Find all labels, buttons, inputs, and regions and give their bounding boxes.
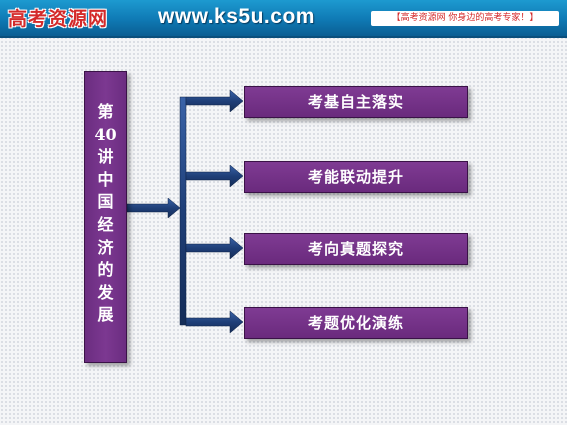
branch-arrow-4 [185, 310, 244, 334]
chapter-char: 讲 [97, 147, 114, 167]
chapter-char: 40 [94, 124, 117, 144]
site-url[interactable]: www.ks5u.com [158, 5, 315, 28]
site-logo[interactable]: 高考资源网 [8, 8, 109, 30]
chapter-char: 中 [97, 169, 114, 189]
chapter-char: 的 [97, 260, 114, 280]
chapter-title: 第 40 讲 中 国 经 济 的 发 展 [85, 101, 126, 327]
header-banner: 高考资源网 www.ks5u.com 【高考资源网 你身边的高考专家！】 [0, 0, 567, 38]
section-link-4[interactable]: 考题优化演练 [244, 307, 468, 339]
chapter-char: 发 [97, 282, 114, 302]
chapter-char: 济 [97, 237, 114, 257]
chapter-char: 第 [97, 102, 114, 121]
chapter-title-box: 第 40 讲 中 国 经 济 的 发 展 [84, 71, 127, 363]
site-tagline: 【高考资源网 你身边的高考专家！】 [371, 11, 559, 26]
section-link-3[interactable]: 考向真题探究 [244, 233, 468, 265]
branch-arrow-3 [185, 236, 244, 260]
trunk-line [179, 96, 187, 326]
branch-arrow-1 [185, 89, 244, 113]
main-arrow [126, 197, 181, 219]
chapter-char: 经 [97, 214, 114, 234]
section-link-2[interactable]: 考能联动提升 [244, 161, 468, 193]
branch-arrow-2 [185, 164, 244, 188]
section-link-1[interactable]: 考基自主落实 [244, 86, 468, 118]
chapter-char: 国 [97, 192, 114, 212]
chapter-char: 展 [97, 305, 114, 325]
